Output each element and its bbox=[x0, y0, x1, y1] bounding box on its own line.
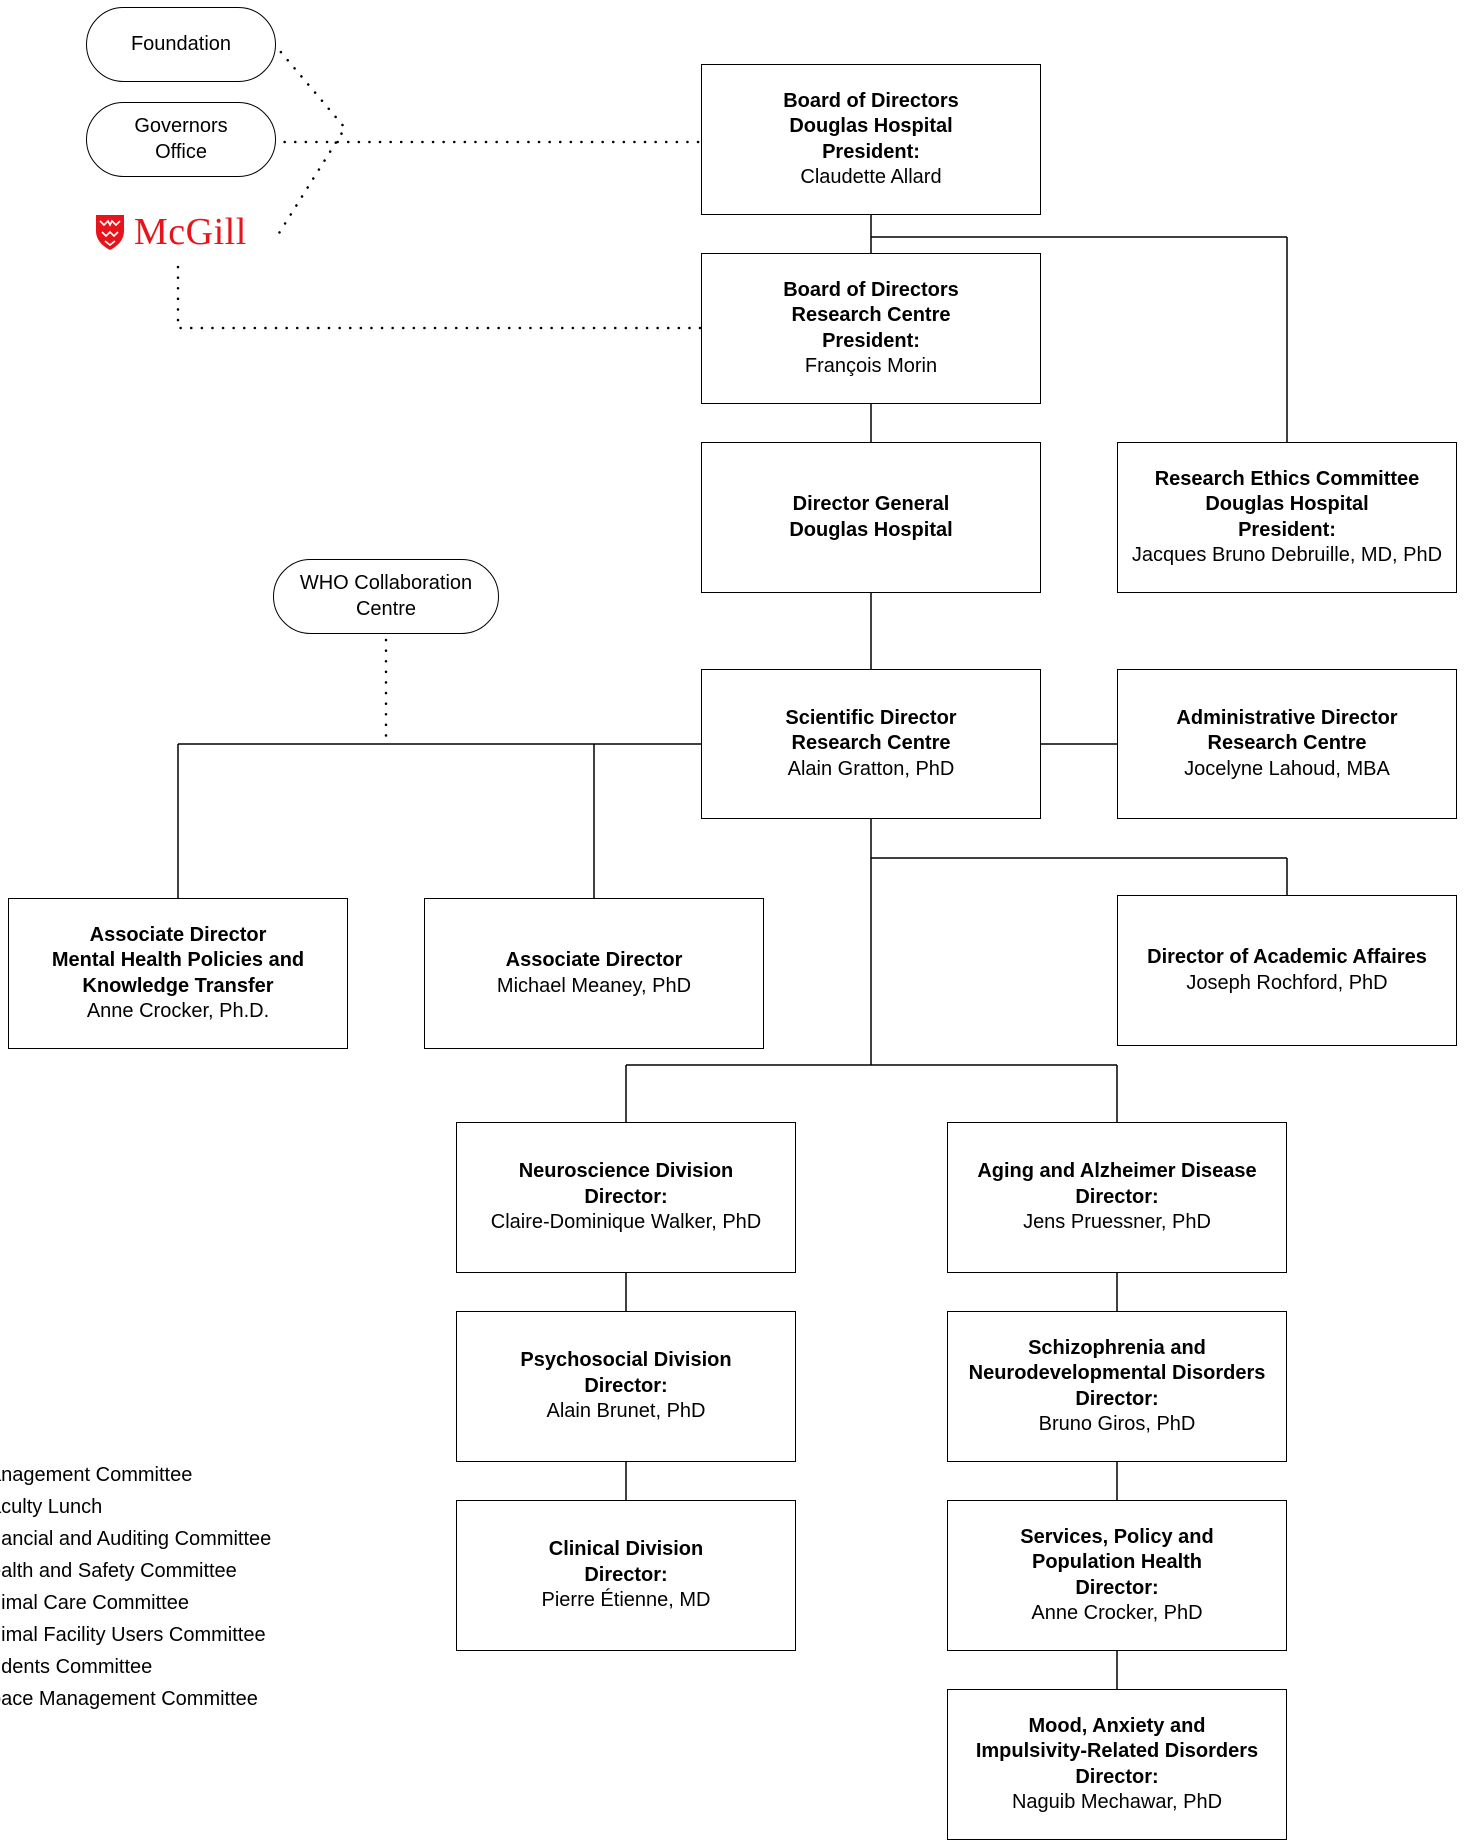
academic-director-box: Director of Academic Affaires Joseph Roc… bbox=[1117, 895, 1457, 1046]
ethics-title-2: Douglas Hospital bbox=[1205, 493, 1369, 515]
assoc-policies-title-2: Mental Health Policies and bbox=[51, 949, 305, 971]
board-research-person: François Morin bbox=[804, 355, 938, 377]
administrative-title-2: Research Centre bbox=[1207, 732, 1367, 755]
clinical-title-2: Director: bbox=[584, 1563, 668, 1586]
mood-title-2: Impulsivity-Related Disorders bbox=[975, 1740, 1259, 1762]
board-hospital-title-1: Board of Directors bbox=[783, 89, 959, 112]
mood-title-3: Director: bbox=[1075, 1765, 1159, 1788]
committee-item: udents Committee bbox=[0, 1656, 153, 1678]
schizophrenia-person: Bruno Giros, PhD bbox=[1038, 1413, 1196, 1435]
foundation-node: Foundation bbox=[86, 7, 276, 82]
governors-label-line2: Office bbox=[155, 140, 207, 163]
assoc-meaney-title: Associate Director bbox=[505, 949, 683, 971]
services-title-3: Director: bbox=[1075, 1576, 1159, 1599]
dotted-connectors bbox=[176, 42, 703, 746]
ethics-title-3: President: bbox=[1238, 518, 1336, 541]
services-title-1: Services, Policy and bbox=[1020, 1525, 1214, 1548]
mcgill-crest-icon bbox=[96, 215, 124, 250]
assoc-policies-title-3: Knowledge Transfer bbox=[82, 974, 274, 997]
associate-director-meaney-box: Associate Director Michael Meaney, PhD bbox=[424, 898, 764, 1049]
board-research-title-3: President: bbox=[822, 329, 920, 352]
mcgill-logo: McGill bbox=[94, 210, 274, 254]
scientific-director-box: Scientific Director Research Centre Alai… bbox=[701, 669, 1041, 819]
scientific-person: Alain Gratton, PhD bbox=[787, 757, 955, 780]
neuroscience-division-box: Neuroscience Division Director: Claire-D… bbox=[456, 1122, 796, 1273]
foundation-label: Foundation bbox=[130, 32, 232, 55]
assoc-meaney-person: Michael Meaney, PhD bbox=[496, 974, 692, 997]
clinical-title-1: Clinical Division bbox=[548, 1538, 704, 1561]
board-hospital-title-3: President: bbox=[822, 140, 920, 163]
solid-connectors bbox=[177, 215, 1288, 1689]
academic-person: Joseph Rochford, PhD bbox=[1186, 971, 1388, 994]
ethics-person: Jacques Bruno Debruille, MD, PhD bbox=[1131, 544, 1443, 566]
ethics-title-1: Research Ethics Committee bbox=[1154, 467, 1420, 490]
psychosocial-title-2: Director: bbox=[584, 1374, 668, 1397]
mcgill-wordmark: McGill bbox=[134, 211, 247, 253]
assoc-policies-title-1: Associate Director bbox=[89, 923, 267, 946]
who-label-line1: WHO Collaboration bbox=[299, 572, 473, 594]
clinical-person: Pierre Étienne, MD bbox=[541, 1589, 711, 1612]
assoc-policies-person: Anne Crocker, Ph.D. bbox=[86, 1000, 270, 1022]
psychosocial-person: Alain Brunet, PhD bbox=[546, 1400, 706, 1423]
mood-title-1: Mood, Anxiety and bbox=[1028, 1714, 1206, 1737]
board-hospital-box: Board of Directors Douglas Hospital Pres… bbox=[701, 64, 1041, 215]
board-research-box: Board of Directors Research Centre Presi… bbox=[701, 253, 1041, 404]
services-person: Anne Crocker, PhD bbox=[1031, 1602, 1203, 1624]
committee-item: aculty Lunch bbox=[0, 1496, 103, 1518]
committee-item: pace Management Committee bbox=[0, 1688, 258, 1710]
psychosocial-division-box: Psychosocial Division Director: Alain Br… bbox=[456, 1311, 796, 1462]
services-title-2: Population Health bbox=[1032, 1551, 1202, 1573]
mood-anxiety-box: Mood, Anxiety and Impulsivity-Related Di… bbox=[947, 1689, 1287, 1840]
mood-person: Naguib Mechawar, PhD bbox=[1011, 1791, 1223, 1813]
board-hospital-person: Claudette Allard bbox=[800, 166, 942, 188]
committee-item: ealth and Safety Committee bbox=[0, 1560, 237, 1582]
committee-item: nancial and Auditing Committee bbox=[0, 1528, 272, 1550]
academic-title: Director of Academic Affaires bbox=[1147, 946, 1427, 968]
committee-item: nimal Care Committee bbox=[0, 1592, 189, 1614]
board-hospital-title-2: Douglas Hospital bbox=[789, 115, 953, 137]
board-research-title-1: Board of Directors bbox=[783, 278, 959, 301]
committee-item: nimal Facility Users Committee bbox=[0, 1624, 266, 1646]
schizophrenia-title-2: Neurodevelopmental Disorders bbox=[968, 1362, 1266, 1384]
committee-item: anagement Committee bbox=[0, 1464, 193, 1486]
associate-director-policies-box: Associate Director Mental Health Policie… bbox=[8, 898, 348, 1049]
schizophrenia-box: Schizophrenia and Neurodevelopmental Dis… bbox=[947, 1311, 1287, 1462]
neuroscience-title-2: Director: bbox=[584, 1185, 668, 1208]
committees-list: anagement Committee aculty Lunch nancial… bbox=[0, 1459, 271, 1715]
scientific-title-1: Scientific Director bbox=[785, 706, 957, 729]
psychosocial-title-1: Psychosocial Division bbox=[520, 1349, 732, 1372]
director-general-title-1: Director General bbox=[792, 493, 950, 515]
scientific-title-2: Research Centre bbox=[791, 732, 951, 755]
governors-office-node: Governors Office bbox=[86, 102, 276, 177]
who-collaboration-node: WHO Collaboration Centre bbox=[273, 559, 499, 634]
administrative-person: Jocelyne Lahoud, MBA bbox=[1184, 757, 1390, 780]
board-research-title-2: Research Centre bbox=[791, 304, 951, 326]
neuroscience-title-1: Neuroscience Division bbox=[518, 1160, 734, 1183]
director-general-title-2: Douglas Hospital bbox=[789, 518, 953, 541]
aging-title-2: Director: bbox=[1075, 1185, 1159, 1208]
neuroscience-person: Claire-Dominique Walker, PhD bbox=[490, 1211, 762, 1234]
ethics-committee-box: Research Ethics Committee Douglas Hospit… bbox=[1117, 442, 1457, 593]
director-general-box: Director General Douglas Hospital bbox=[701, 442, 1041, 593]
who-label-line2: Centre bbox=[355, 597, 417, 620]
aging-alzheimer-box: Aging and Alzheimer Disease Director: Je… bbox=[947, 1122, 1287, 1273]
aging-person: Jens Pruessner, PhD bbox=[1023, 1211, 1211, 1234]
aging-title-1: Aging and Alzheimer Disease bbox=[977, 1160, 1257, 1183]
administrative-director-box: Administrative Director Research Centre … bbox=[1117, 669, 1457, 819]
schizophrenia-title-1: Schizophrenia and bbox=[1028, 1336, 1206, 1359]
governors-label-line1: Governors bbox=[134, 115, 228, 137]
services-policy-box: Services, Policy and Population Health D… bbox=[947, 1500, 1287, 1651]
administrative-title-1: Administrative Director bbox=[1176, 706, 1398, 729]
clinical-division-box: Clinical Division Director: Pierre Étien… bbox=[456, 1500, 796, 1651]
schizophrenia-title-3: Director: bbox=[1075, 1387, 1159, 1410]
